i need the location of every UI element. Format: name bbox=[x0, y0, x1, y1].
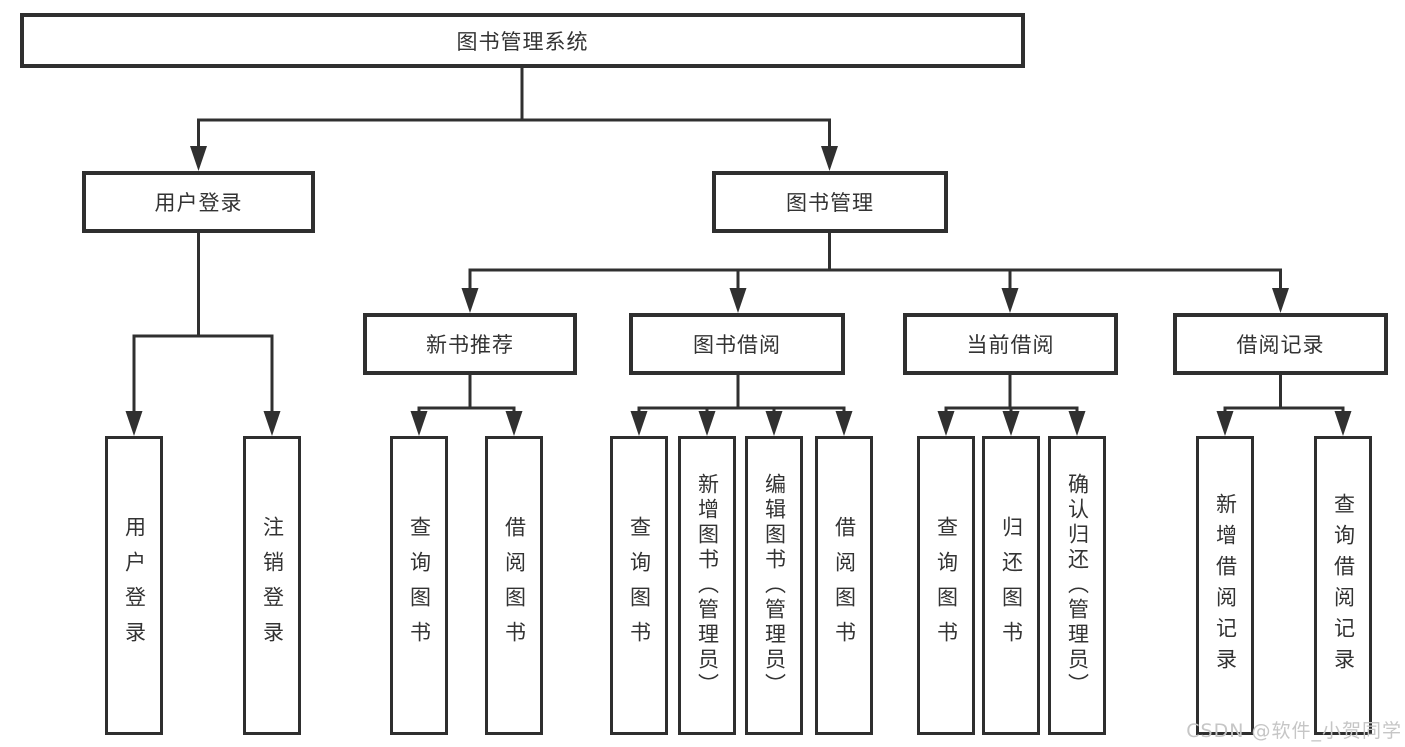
node-library-management-system: 图书管理系统 bbox=[20, 13, 1025, 68]
node-borrowing-records: 借阅记录 bbox=[1173, 313, 1388, 375]
leaf-add-borrow-record: 新增借阅记录 bbox=[1196, 436, 1254, 735]
leaf-borrow-books-recommend: 借阅图书 bbox=[485, 436, 543, 735]
leaf-return-books: 归还图书 bbox=[982, 436, 1040, 735]
leaf-edit-books-admin: 编辑图书（管理员） bbox=[745, 436, 803, 735]
node-book-borrowing: 图书借阅 bbox=[629, 313, 845, 375]
leaf-user-login: 用户登录 bbox=[105, 436, 163, 735]
node-new-book-recommendation: 新书推荐 bbox=[363, 313, 577, 375]
leaf-confirm-return-admin: 确认归还（管理员） bbox=[1048, 436, 1106, 735]
leaf-query-books-current: 查询图书 bbox=[917, 436, 975, 735]
node-user-login: 用户登录 bbox=[82, 171, 315, 233]
leaf-add-books-admin: 新增图书（管理员） bbox=[678, 436, 736, 735]
leaf-query-books-borrowing: 查询图书 bbox=[610, 436, 668, 735]
arrowheads bbox=[125, 146, 1352, 436]
leaf-logout-login: 注销登录 bbox=[243, 436, 301, 735]
leaf-borrow-books: 借阅图书 bbox=[815, 436, 873, 735]
node-book-management: 图书管理 bbox=[712, 171, 948, 233]
leaf-query-books-recommend: 查询图书 bbox=[390, 436, 448, 735]
leaf-query-borrow-record: 查询借阅记录 bbox=[1314, 436, 1372, 735]
csdn-watermark: CSDN @软件_小贺同学 bbox=[1186, 720, 1402, 742]
node-current-borrowing: 当前借阅 bbox=[903, 313, 1118, 375]
